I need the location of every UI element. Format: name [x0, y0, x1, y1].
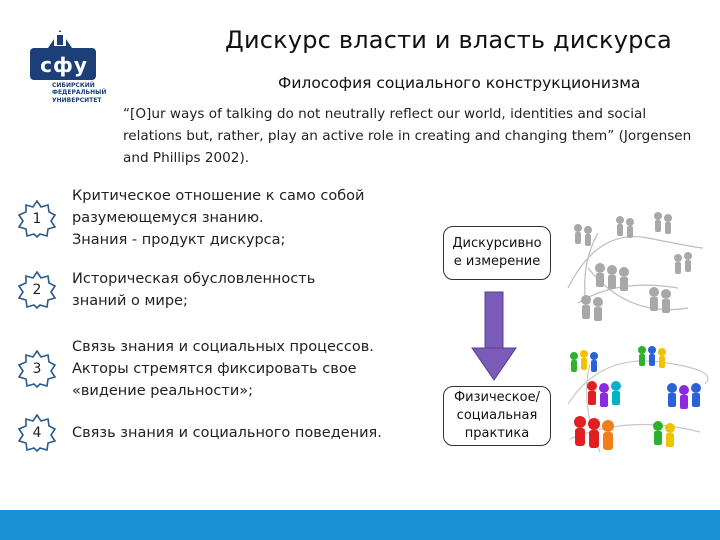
logo-mark-icon	[30, 30, 96, 80]
point-badge-4: 4	[18, 414, 56, 452]
point-badge-1: 1	[18, 200, 56, 238]
page-title: Дискурс власти и власть дискурса	[225, 26, 672, 54]
point-number-3: 3	[32, 361, 42, 377]
point-badge-3: 3	[18, 350, 56, 388]
point-text-2: Историческая обусловленность знаний о ми…	[72, 271, 316, 309]
badge-star-icon	[18, 414, 56, 452]
page-subtitle: Философия социального конструкционизма	[278, 74, 641, 92]
university-logo: сфу СИБИРСКИЙ ФЕДЕРАЛЬНЫЙ УНИВЕРСИТЕТ	[30, 26, 107, 134]
point-number-4: 4	[32, 425, 42, 441]
footer-bar	[0, 510, 720, 540]
logo-wordmark: сфу	[40, 53, 88, 77]
logo-caption: СИБИРСКИЙ ФЕДЕРАЛЬНЫЙ УНИВЕРСИТЕТ	[52, 82, 107, 104]
badge-star-icon	[18, 350, 56, 388]
point-text-4: Связь знания и социального поведения.	[72, 425, 382, 441]
quote-text: “[O]ur ways of talking do not neutrally …	[123, 106, 692, 166]
badge-star-icon	[18, 271, 56, 309]
badge-star-icon	[18, 200, 56, 238]
point-number-1: 1	[32, 211, 42, 227]
point-text-1: Критическое отношение к само собой разум…	[72, 188, 365, 248]
social-practice-box: Физическое/ социальная практика	[443, 386, 551, 446]
down-arrow-icon	[471, 291, 517, 381]
grey-people-network-illustration	[567, 212, 704, 321]
point-badge-2: 2	[18, 271, 56, 309]
colored-people-network-illustration	[567, 346, 709, 453]
discursive-dimension-box: Дискурсивно е измерение	[443, 226, 551, 280]
point-number-2: 2	[32, 282, 42, 298]
point-text-3: Связь знания и социальных процессов. Акт…	[72, 339, 374, 399]
